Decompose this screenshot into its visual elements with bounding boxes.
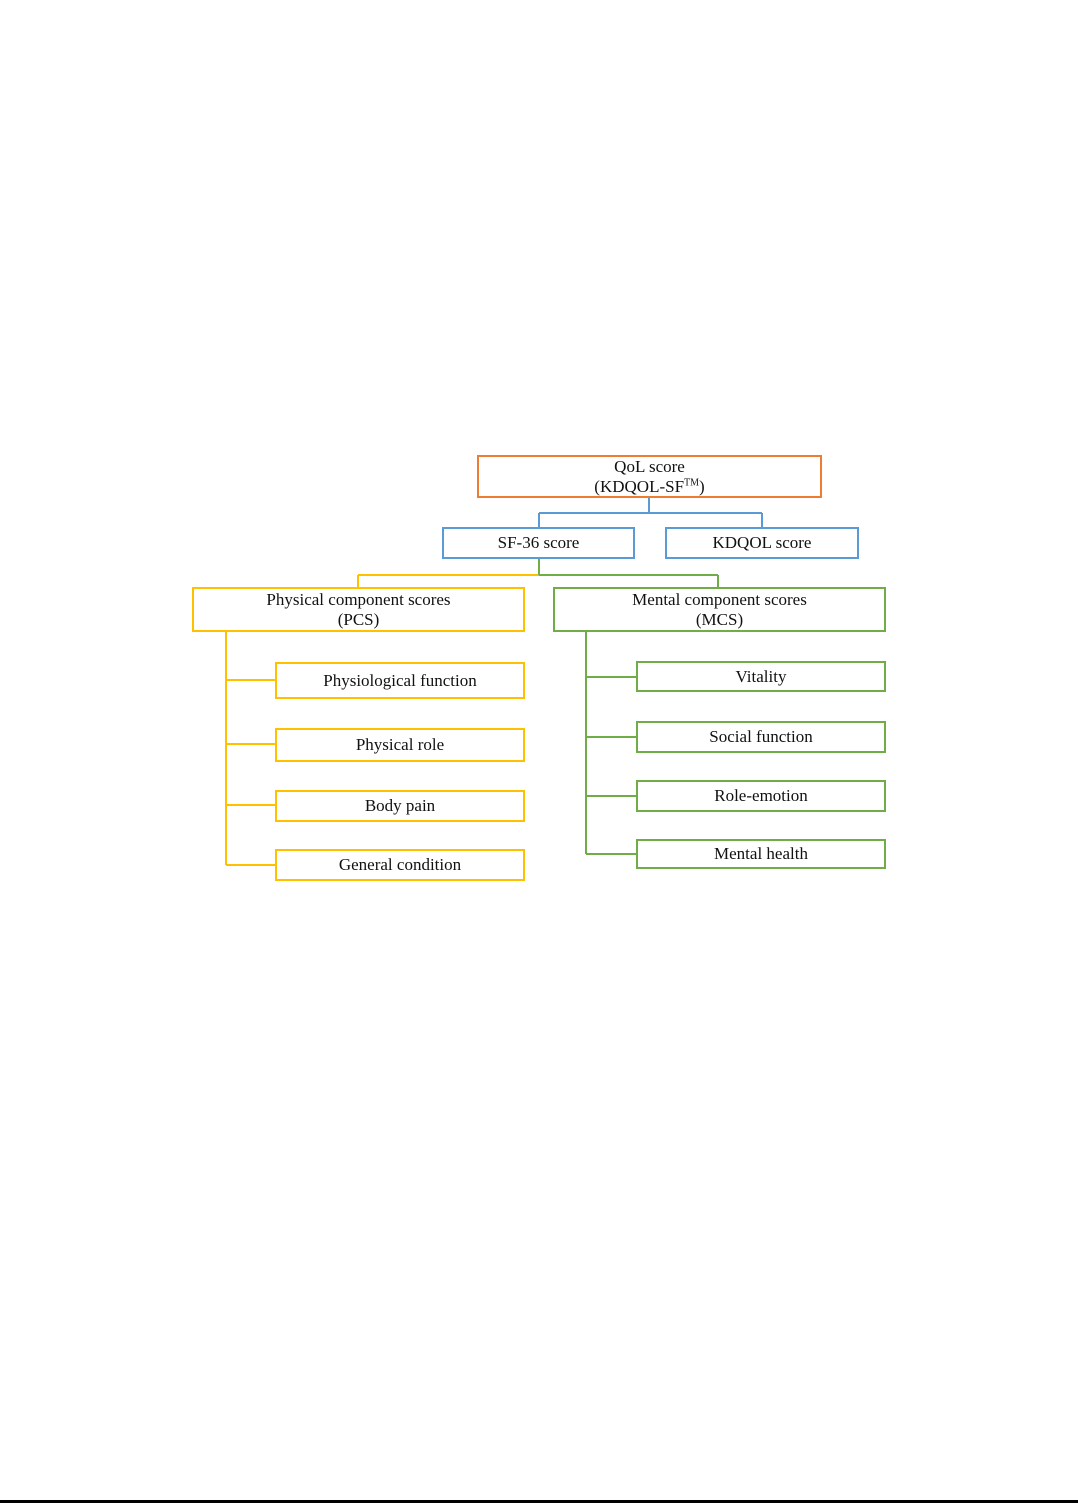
mcs-item-label: Role-emotion bbox=[714, 786, 807, 806]
kdqol-score-label: KDQOL score bbox=[713, 533, 812, 553]
mcs-item-label: Social function bbox=[709, 727, 812, 747]
mcs-item-social-function: Social function bbox=[636, 721, 886, 753]
pcs-item-label: Physical role bbox=[356, 735, 444, 755]
pcs-item-label: Body pain bbox=[365, 796, 435, 816]
mcs-item-label: Vitality bbox=[736, 667, 787, 687]
kdqol-score-box: KDQOL score bbox=[665, 527, 859, 559]
qol-score-box: QoL score (KDQOL-SFTM) bbox=[477, 455, 822, 498]
pcs-item-body-pain: Body pain bbox=[275, 790, 525, 822]
mcs-item-role-emotion: Role-emotion bbox=[636, 780, 886, 812]
pcs-item-physical-role: Physical role bbox=[275, 728, 525, 762]
root-connectors bbox=[539, 497, 762, 528]
pcs-item-general-condition: General condition bbox=[275, 849, 525, 881]
qol-score-subtitle: (KDQOL-SFTM) bbox=[594, 477, 704, 497]
sf36-score-box: SF-36 score bbox=[442, 527, 635, 559]
mcs-item-mental-health: Mental health bbox=[636, 839, 886, 869]
qol-score-title: QoL score bbox=[614, 457, 685, 477]
pcs-title: Physical component scores bbox=[266, 590, 450, 610]
pcs-item-physiological-function: Physiological function bbox=[275, 662, 525, 699]
mcs-box: Mental component scores (MCS) bbox=[553, 587, 886, 632]
mcs-item-vitality: Vitality bbox=[636, 661, 886, 692]
mcs-abbrev: (MCS) bbox=[696, 610, 743, 630]
pcs-abbrev: (PCS) bbox=[338, 610, 380, 630]
pcs-item-label: General condition bbox=[339, 855, 461, 875]
mcs-item-label: Mental health bbox=[714, 844, 808, 864]
pcs-box: Physical component scores (PCS) bbox=[192, 587, 525, 632]
pcs-item-label: Physiological function bbox=[323, 671, 476, 691]
sf36-score-label: SF-36 score bbox=[498, 533, 580, 553]
trademark-mark: TM bbox=[684, 477, 699, 488]
mcs-title: Mental component scores bbox=[632, 590, 807, 610]
